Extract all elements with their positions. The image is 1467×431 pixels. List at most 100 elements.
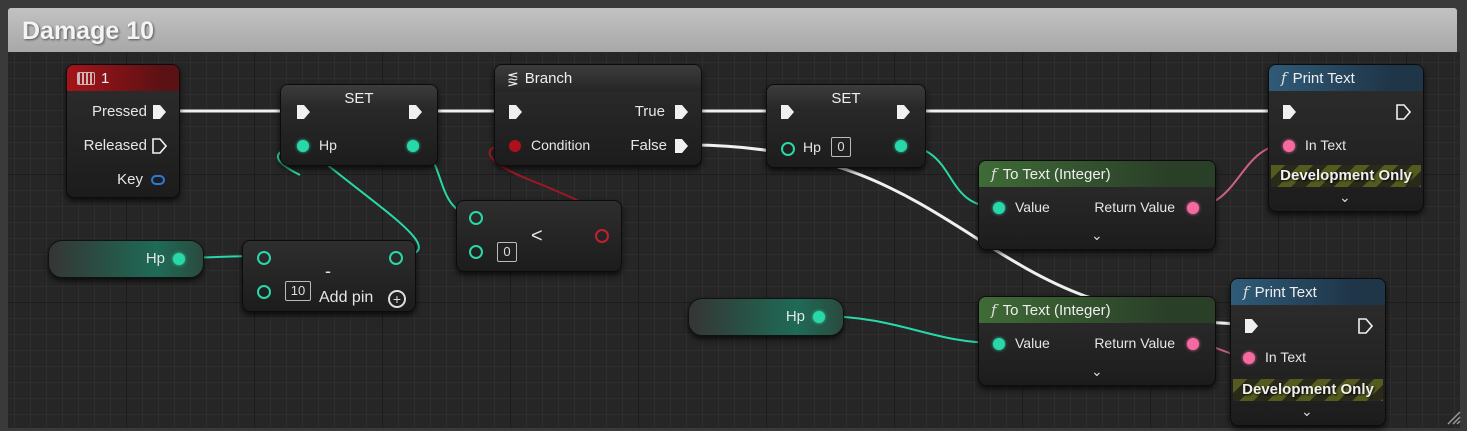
print2-exec-out-pin[interactable] <box>1357 318 1373 334</box>
to-text-integer-node-2[interactable]: f To Text (Integer) Value Return Value ⌄ <box>978 296 1216 386</box>
less-input-b-pin[interactable] <box>469 245 483 259</box>
branch-condition-pin[interactable] <box>509 140 521 152</box>
function-icon: f <box>1281 69 1287 87</box>
print1-in-text-label: In Text <box>1305 137 1346 153</box>
key-event-title: 1 <box>101 69 110 87</box>
print-text-node-1[interactable]: f Print Text In Text Development Only ⌄ <box>1268 64 1424 212</box>
to-text-1-return-label: Return Value <box>1094 199 1175 215</box>
set-hp-input-pin[interactable] <box>297 140 309 152</box>
hp-output-pin[interactable] <box>173 253 185 265</box>
print1-in-text-pin[interactable] <box>1283 140 1295 152</box>
print1-exec-out-pin[interactable] <box>1395 104 1411 120</box>
hp-getter-node-1[interactable]: Hp <box>48 240 204 278</box>
branch-title: Branch <box>524 69 573 87</box>
chevron-down-icon[interactable]: ⌄ <box>1091 227 1103 243</box>
print-text-2-header: f Print Text <box>1231 279 1385 305</box>
key-event-node[interactable]: 1 Pressed Released Key <box>66 64 180 198</box>
int-wire <box>277 143 420 257</box>
comment-title: Damage 10 <box>22 17 155 45</box>
subtract-node[interactable]: - 10 Add pin + <box>242 240 416 312</box>
plus-circle-icon[interactable]: + <box>388 290 406 308</box>
subtract-input-a-pin[interactable] <box>257 251 271 265</box>
set-node-2-title: SET <box>831 89 861 107</box>
function-icon: f <box>991 165 997 183</box>
to-text-2-return-label: Return Value <box>1094 335 1175 351</box>
hp-getter-node-2[interactable]: Hp <box>688 298 844 336</box>
to-text-1-value-label: Value <box>1015 199 1050 215</box>
key-event-header: 1 <box>67 65 179 91</box>
hp-getter-2-output-pin[interactable] <box>813 311 825 323</box>
subtract-value-field[interactable]: 10 <box>285 281 311 301</box>
released-label: Released <box>83 137 147 154</box>
to-text-2-value-label: Value <box>1015 335 1050 351</box>
key-struct-pin[interactable] <box>151 175 165 185</box>
function-icon: f <box>991 301 997 319</box>
subtract-operator: - <box>325 261 331 281</box>
print2-exec-in-pin[interactable] <box>1243 318 1259 334</box>
set2-exec-in-pin[interactable] <box>779 104 795 120</box>
print1-development-only-banner: Development Only <box>1271 165 1421 187</box>
set2-hp-value-field[interactable]: 0 <box>831 137 851 157</box>
branch-header: ⪏ Branch <box>495 65 701 91</box>
hp-getter-label: Hp <box>145 250 165 267</box>
chevron-down-icon[interactable]: ⌄ <box>1301 403 1313 419</box>
subtract-input-b-pin[interactable] <box>257 285 271 299</box>
resize-handle-icon[interactable] <box>1445 409 1461 425</box>
less-output-pin[interactable] <box>595 229 609 243</box>
print-text-1-header: f Print Text <box>1269 65 1423 91</box>
print-text-2-title: Print Text <box>1254 283 1317 301</box>
keyboard-icon <box>77 71 95 85</box>
pressed-exec-pin[interactable] <box>151 104 167 120</box>
graph-grid <box>8 52 1460 428</box>
to-text-2-return-pin[interactable] <box>1187 338 1199 350</box>
to-text-1-return-pin[interactable] <box>1187 202 1199 214</box>
to-text-1-header: f To Text (Integer) <box>979 161 1215 187</box>
less-input-a-pin[interactable] <box>469 211 483 225</box>
branch-false-label: False <box>630 137 667 154</box>
print2-in-text-pin[interactable] <box>1243 352 1255 364</box>
print1-exec-in-pin[interactable] <box>1281 104 1297 120</box>
to-text-1-value-pin[interactable] <box>993 202 1005 214</box>
print2-in-text-label: In Text <box>1265 349 1306 365</box>
to-text-2-value-pin[interactable] <box>993 338 1005 350</box>
chevron-down-icon[interactable]: ⌄ <box>1091 363 1103 379</box>
to-text-2-title: To Text (Integer) <box>1002 301 1111 319</box>
add-pin-label[interactable]: Add pin <box>319 289 374 306</box>
branch-icon: ⪏ <box>507 69 519 86</box>
set-hp-label: Hp <box>319 137 337 153</box>
set2-hp-label: Hp <box>803 139 821 155</box>
set2-exec-out-pin[interactable] <box>895 104 911 120</box>
comment-box-header[interactable]: Damage 10 <box>8 8 1457 52</box>
set-hp-node-2[interactable]: SET Hp 0 <box>766 84 926 168</box>
set-node-header: SET <box>281 85 437 111</box>
subtract-output-pin[interactable] <box>389 251 403 265</box>
to-text-1-title: To Text (Integer) <box>1002 165 1111 183</box>
released-exec-pin[interactable] <box>151 138 167 154</box>
set2-hp-output-pin[interactable] <box>895 140 907 152</box>
hp-getter-2-label: Hp <box>785 308 805 325</box>
branch-exec-in-pin[interactable] <box>507 104 523 120</box>
function-icon: f <box>1243 283 1249 301</box>
set-hp-output-pin[interactable] <box>407 140 419 152</box>
branch-node[interactable]: ⪏ Branch True Condition False <box>494 64 702 166</box>
less-operator: < <box>531 225 543 247</box>
set-hp-node-1[interactable]: SET Hp <box>280 84 438 166</box>
print2-development-only-banner: Development Only <box>1233 379 1383 401</box>
less-than-node[interactable]: < 0 <box>456 200 622 272</box>
print-text-1-title: Print Text <box>1292 69 1355 87</box>
chevron-down-icon[interactable]: ⌄ <box>1339 189 1351 205</box>
pressed-label: Pressed <box>91 103 147 120</box>
to-text-2-header: f To Text (Integer) <box>979 297 1215 323</box>
branch-true-label: True <box>634 103 665 120</box>
branch-condition-label: Condition <box>531 137 591 153</box>
set-exec-out-pin[interactable] <box>407 104 423 120</box>
less-value-field[interactable]: 0 <box>497 242 517 262</box>
branch-false-pin[interactable] <box>673 138 689 154</box>
to-text-integer-node-1[interactable]: f To Text (Integer) Value Return Value ⌄ <box>978 160 1216 250</box>
int-wire <box>817 315 998 344</box>
set2-hp-input-pin[interactable] <box>781 142 795 156</box>
set-exec-in-pin[interactable] <box>295 104 311 120</box>
branch-true-pin[interactable] <box>673 104 689 120</box>
print-text-node-2[interactable]: f Print Text In Text Development Only ⌄ <box>1230 278 1386 426</box>
